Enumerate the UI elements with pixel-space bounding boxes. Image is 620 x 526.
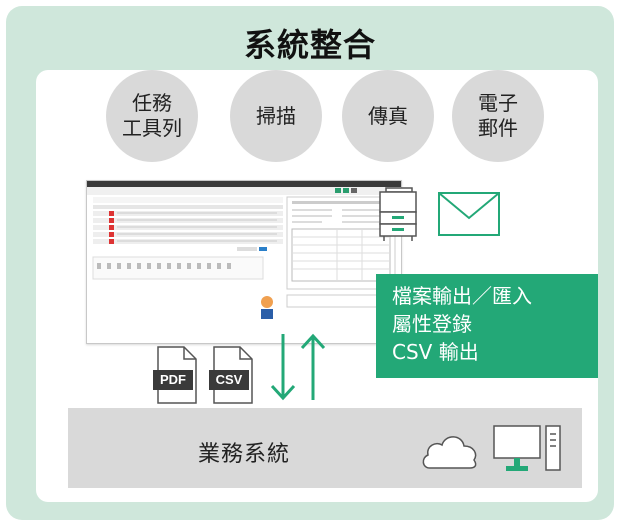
arrow-up-icon: [300, 333, 326, 400]
system-integration-panel: 系統整合 任務 工具列 掃描 傳真 電子 郵件: [6, 6, 614, 520]
function-file-export-import: 檔案輸出／匯入: [392, 284, 532, 308]
application-screenshot-graphic: [87, 181, 401, 319]
circle-task-toolbar: 任務 工具列: [106, 70, 198, 162]
application-screenshot: [86, 180, 402, 344]
business-system-bar: 業務系統: [68, 408, 582, 488]
circle-scan: 掃描: [230, 70, 322, 162]
circle-fax: 傳真: [342, 70, 434, 162]
cloud-icon: [422, 436, 477, 469]
function-list-box: 檔案輸出／匯入 屬性登錄 CSV 輸出: [376, 274, 598, 378]
business-system-label: 業務系統: [198, 442, 291, 467]
circle-email: 電子 郵件: [452, 70, 544, 162]
pdf-label: PDF: [160, 372, 186, 387]
arrow-down-icon: [270, 334, 296, 401]
envelope-icon: [438, 192, 500, 236]
csv-label: CSV: [215, 372, 243, 387]
function-attribute-registration: 屬性登錄: [392, 312, 472, 336]
function-csv-export: CSV 輸出: [392, 340, 479, 364]
copier-icon: [379, 187, 417, 241]
integration-content-area: 任務 工具列 掃描 傳真 電子 郵件: [36, 70, 598, 502]
pdf-file-icon: PDF: [152, 346, 202, 404]
desktop-computer-icon: [493, 425, 561, 471]
page-title: 系統整合: [243, 26, 376, 64]
csv-file-icon: CSV: [208, 346, 258, 404]
